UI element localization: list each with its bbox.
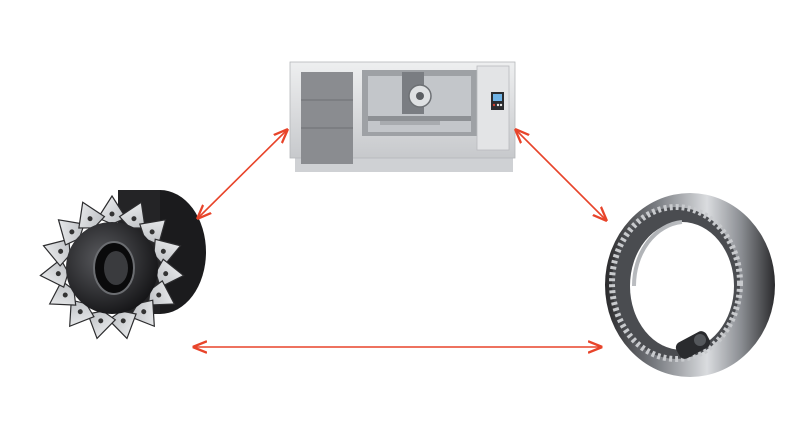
arrow-cutter-machine: [198, 130, 287, 218]
milling-cutter-icon: [39, 190, 206, 340]
machine-tool-icon: [289, 61, 516, 172]
hob-tool: [675, 331, 711, 359]
arrow-machine-ring-gear: [516, 130, 606, 220]
ring-gear-bore: [630, 222, 734, 350]
internal-ring-gear-icon: [605, 193, 775, 377]
machine-cabinet: [301, 72, 353, 164]
